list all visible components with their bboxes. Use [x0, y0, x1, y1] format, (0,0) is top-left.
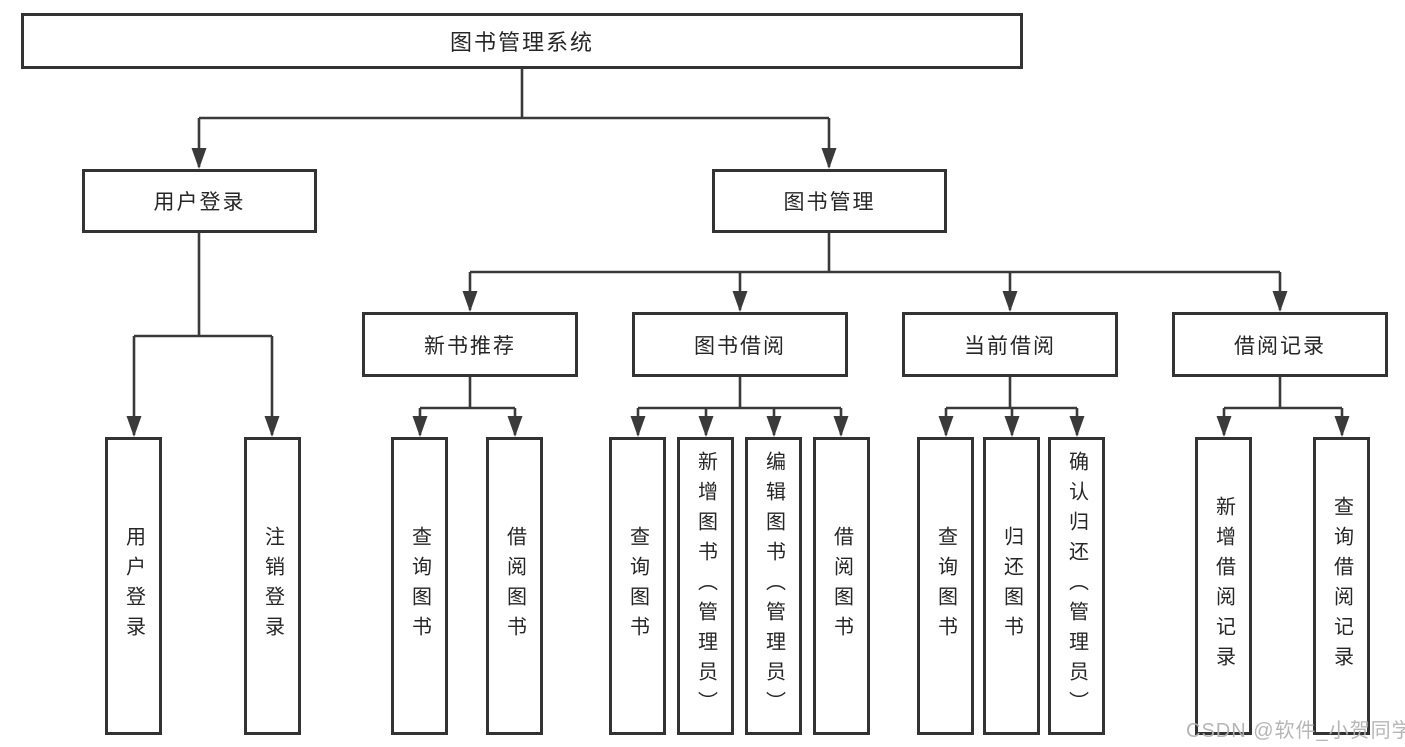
leaf-borrow-books: 借阅图书: [813, 437, 870, 735]
node-current-borrow-label: 当前借阅: [964, 334, 1056, 358]
leaf-add-book-admin-label: 新增图书（管理员）: [694, 451, 717, 721]
node-user-login-label: 用户登录: [153, 191, 246, 214]
node-borrow-records-label: 借阅记录: [1234, 334, 1326, 358]
leaf-query-borrow-record: 查询借阅记录: [1313, 437, 1370, 735]
leaf-add-borrow-record-label: 新增借阅记录: [1212, 496, 1235, 676]
node-new-book-recommend: 新书推荐: [362, 312, 578, 377]
leaf-query-books-current-label: 查询图书: [934, 526, 957, 646]
node-current-borrow: 当前借阅: [902, 312, 1118, 377]
leaf-return-book: 归还图书: [983, 437, 1040, 735]
node-book-borrow-label: 图书借阅: [694, 334, 786, 358]
leaf-confirm-return-admin-label: 确认归还（管理员）: [1065, 451, 1088, 721]
leaf-query-borrow-record-label: 查询借阅记录: [1330, 496, 1353, 676]
leaf-edit-book-admin-label: 编辑图书（管理员）: [762, 451, 785, 721]
leaf-add-borrow-record: 新增借阅记录: [1195, 437, 1252, 735]
leaf-return-book-label: 归还图书: [1000, 526, 1023, 646]
leaf-query-books-borrow-label: 查询图书: [626, 526, 649, 646]
leaf-borrow-books-label: 借阅图书: [830, 526, 853, 646]
leaf-logout: 注销登录: [244, 437, 301, 735]
leaf-logout-label: 注销登录: [261, 526, 284, 646]
csdn-watermark: CSDN @软件_小贺同学: [1186, 720, 1405, 742]
node-book-management-label: 图书管理: [783, 191, 876, 214]
node-new-book-recommend-label: 新书推荐: [424, 334, 516, 358]
leaf-user-login-label: 用户登录: [122, 526, 145, 646]
node-borrow-records: 借阅记录: [1172, 312, 1388, 377]
leaf-query-books-current: 查询图书: [917, 437, 974, 735]
leaf-borrow-books-recommend-label: 借阅图书: [503, 526, 526, 646]
leaf-user-login: 用户登录: [105, 437, 162, 735]
leaf-confirm-return-admin: 确认归还（管理员）: [1048, 437, 1105, 735]
node-book-borrow: 图书借阅: [632, 312, 848, 377]
leaf-query-books-recommend: 查询图书: [391, 437, 448, 735]
leaf-borrow-books-recommend: 借阅图书: [486, 437, 543, 735]
node-root-label: 图书管理系统: [449, 30, 594, 55]
node-book-management: 图书管理: [712, 169, 947, 233]
node-user-login: 用户登录: [82, 169, 317, 233]
leaf-add-book-admin: 新增图书（管理员）: [677, 437, 734, 735]
leaf-edit-book-admin: 编辑图书（管理员）: [745, 437, 802, 735]
node-root: 图书管理系统: [21, 13, 1023, 69]
leaf-query-books-recommend-label: 查询图书: [408, 526, 431, 646]
leaf-query-books-borrow: 查询图书: [609, 437, 666, 735]
